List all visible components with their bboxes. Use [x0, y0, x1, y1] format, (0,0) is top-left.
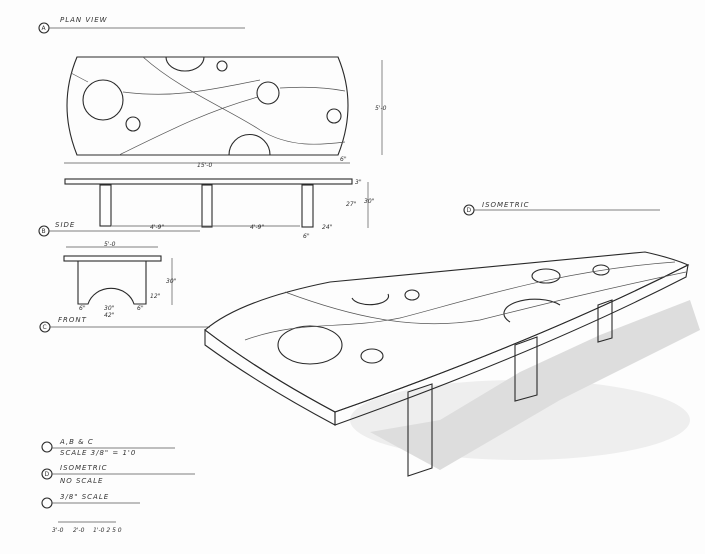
plan-hole: [256, 81, 280, 105]
front-view: 5'-0 30" 12" 30" 6" 6" 42" C FRONT: [39, 241, 210, 333]
plan-curve: [142, 56, 346, 145]
side-marker: B: [42, 228, 46, 235]
iso-hole: [531, 268, 561, 284]
side-leg: [99, 184, 112, 227]
scale-label: 3'-0: [52, 527, 64, 534]
iso-curve: [244, 261, 676, 341]
plan-edge-dim: 6": [340, 156, 347, 163]
iso-hole: [592, 264, 610, 276]
iso-half-hole: [351, 293, 390, 306]
front-table-top: [63, 255, 162, 262]
iso-front-edge: [204, 328, 336, 426]
plan-width-dim: 15'-0: [197, 162, 212, 169]
plan-hole: [326, 108, 342, 124]
iso-curve: [284, 271, 687, 325]
legend-line2: SCALE 3/8" = 1'0: [60, 449, 136, 457]
plan-hole: [125, 116, 141, 132]
plan-curve: [118, 96, 259, 156]
front-arch-height: 12": [150, 293, 161, 300]
plan-half-hole: [165, 56, 205, 72]
isometric-view: D ISOMETRIC: [204, 201, 700, 477]
side-span2: 4'-9": [250, 224, 264, 231]
iso-leg: [407, 383, 433, 477]
side-table-top: [64, 178, 353, 185]
plan-half-hole: [228, 133, 271, 156]
iso-leg: [514, 336, 538, 402]
front-base-width: 42": [104, 312, 115, 319]
legend-marker-circle: [41, 497, 53, 509]
plan-table-top: [66, 56, 349, 156]
front-title: FRONT: [58, 316, 87, 324]
front-height-dim: 30": [166, 278, 177, 285]
iso-hole: [360, 348, 384, 364]
front-left-leg: 6": [79, 305, 86, 312]
scale-label: 2'-0: [73, 527, 85, 534]
front-width-dim: 5'-0: [104, 241, 116, 248]
iso-hole: [277, 325, 343, 365]
plan-hole: [82, 79, 124, 121]
plan-marker: A: [42, 25, 47, 32]
iso-half-hole: [503, 298, 561, 323]
legend-line2: NO SCALE: [60, 477, 103, 485]
side-leg-dim: 27": [346, 201, 357, 208]
side-leg: [301, 184, 314, 228]
legend-line1: A,B & C: [59, 438, 94, 446]
iso-leg: [597, 299, 613, 343]
side-height-dim: 30": [364, 198, 375, 205]
side-end-dim: 24": [322, 224, 333, 231]
front-base: [77, 261, 147, 305]
plan-depth-dim: 5'-0: [375, 105, 387, 112]
plan-title: PLAN VIEW: [60, 16, 108, 24]
side-view: 4'-9" 4'-9" 24" 6" 3" 27" 30" B SIDE: [38, 178, 375, 240]
iso-side-edge: [334, 264, 689, 426]
plan-view: A PLAN VIEW 15'-0 5'-0 6": [38, 16, 387, 169]
side-title: SIDE: [55, 221, 75, 229]
side-leg: [201, 184, 213, 228]
legend: A,B & C SCALE 3/8" = 1'0 D ISOMETRIC NO …: [41, 438, 195, 534]
side-top-dim: 3": [355, 179, 362, 186]
front-arch-width: 30": [104, 305, 115, 312]
legend-marker-circle: [41, 441, 53, 453]
side-leg-width: 6": [303, 233, 310, 240]
ground-shading: [370, 300, 700, 470]
iso-marker: D: [467, 207, 472, 214]
front-marker: C: [43, 324, 47, 331]
front-right-leg: 6": [137, 305, 144, 312]
legend-line1: ISOMETRIC: [60, 464, 108, 472]
plan-hole: [216, 60, 228, 72]
legend-marker: D: [45, 471, 50, 478]
legend-line1: 3/8" SCALE: [60, 493, 109, 501]
plan-curve: [70, 72, 346, 95]
scale-label: 1'-0 2 5 0: [93, 527, 122, 534]
iso-title: ISOMETRIC: [482, 201, 530, 209]
side-span1: 4'-9": [150, 224, 164, 231]
iso-hole: [404, 289, 420, 301]
